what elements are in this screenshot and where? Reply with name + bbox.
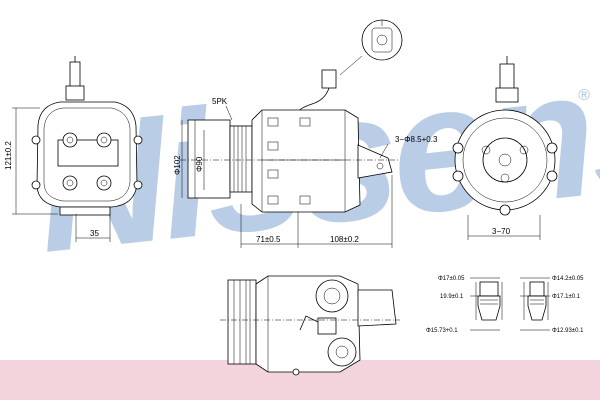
dim-rear-bottom: 3−70 xyxy=(492,227,511,236)
dim-port-right-top: Φ14.2±0.05 xyxy=(552,276,584,282)
dim-mount-holes: 3−Φ8.5+0.3 xyxy=(395,135,438,144)
dim-pulley-outer: Φ102 xyxy=(173,155,182,175)
dim-port-left-top: Φ17±0.05 xyxy=(438,276,465,282)
bottom-view xyxy=(220,275,400,376)
dim-pulley-label: 5PK xyxy=(212,97,228,106)
dim-port-left-mid: 19.9±0.1 xyxy=(440,294,464,300)
registered-mark: ® xyxy=(578,87,590,104)
dim-front-bottom: 35 xyxy=(90,229,99,238)
side-view: 5PK Φ102 Φ90 3−Φ8.5+0.3 71±0.5 108±0.2 xyxy=(173,19,438,248)
dim-length-a: 71±0.5 xyxy=(256,235,281,244)
dim-length-b: 108±0.2 xyxy=(330,235,359,244)
port-details: Φ17±0.05 19.9±0.1 Φ15.73+0.1 Φ14.2±0.05 … xyxy=(426,276,584,334)
front-view: 121±0.2 35 xyxy=(4,56,143,242)
dim-port-right-mid: Φ17.1±0.1 xyxy=(552,294,581,300)
dim-pulley-inner: Φ90 xyxy=(195,156,204,172)
dim-port-right-bottom: Φ12.93±0.1 xyxy=(552,328,584,334)
dim-port-left-bottom: Φ15.73+0.1 xyxy=(426,328,458,334)
rear-view: 3−70 xyxy=(452,56,558,240)
dim-front-height: 121±0.2 xyxy=(4,141,13,170)
